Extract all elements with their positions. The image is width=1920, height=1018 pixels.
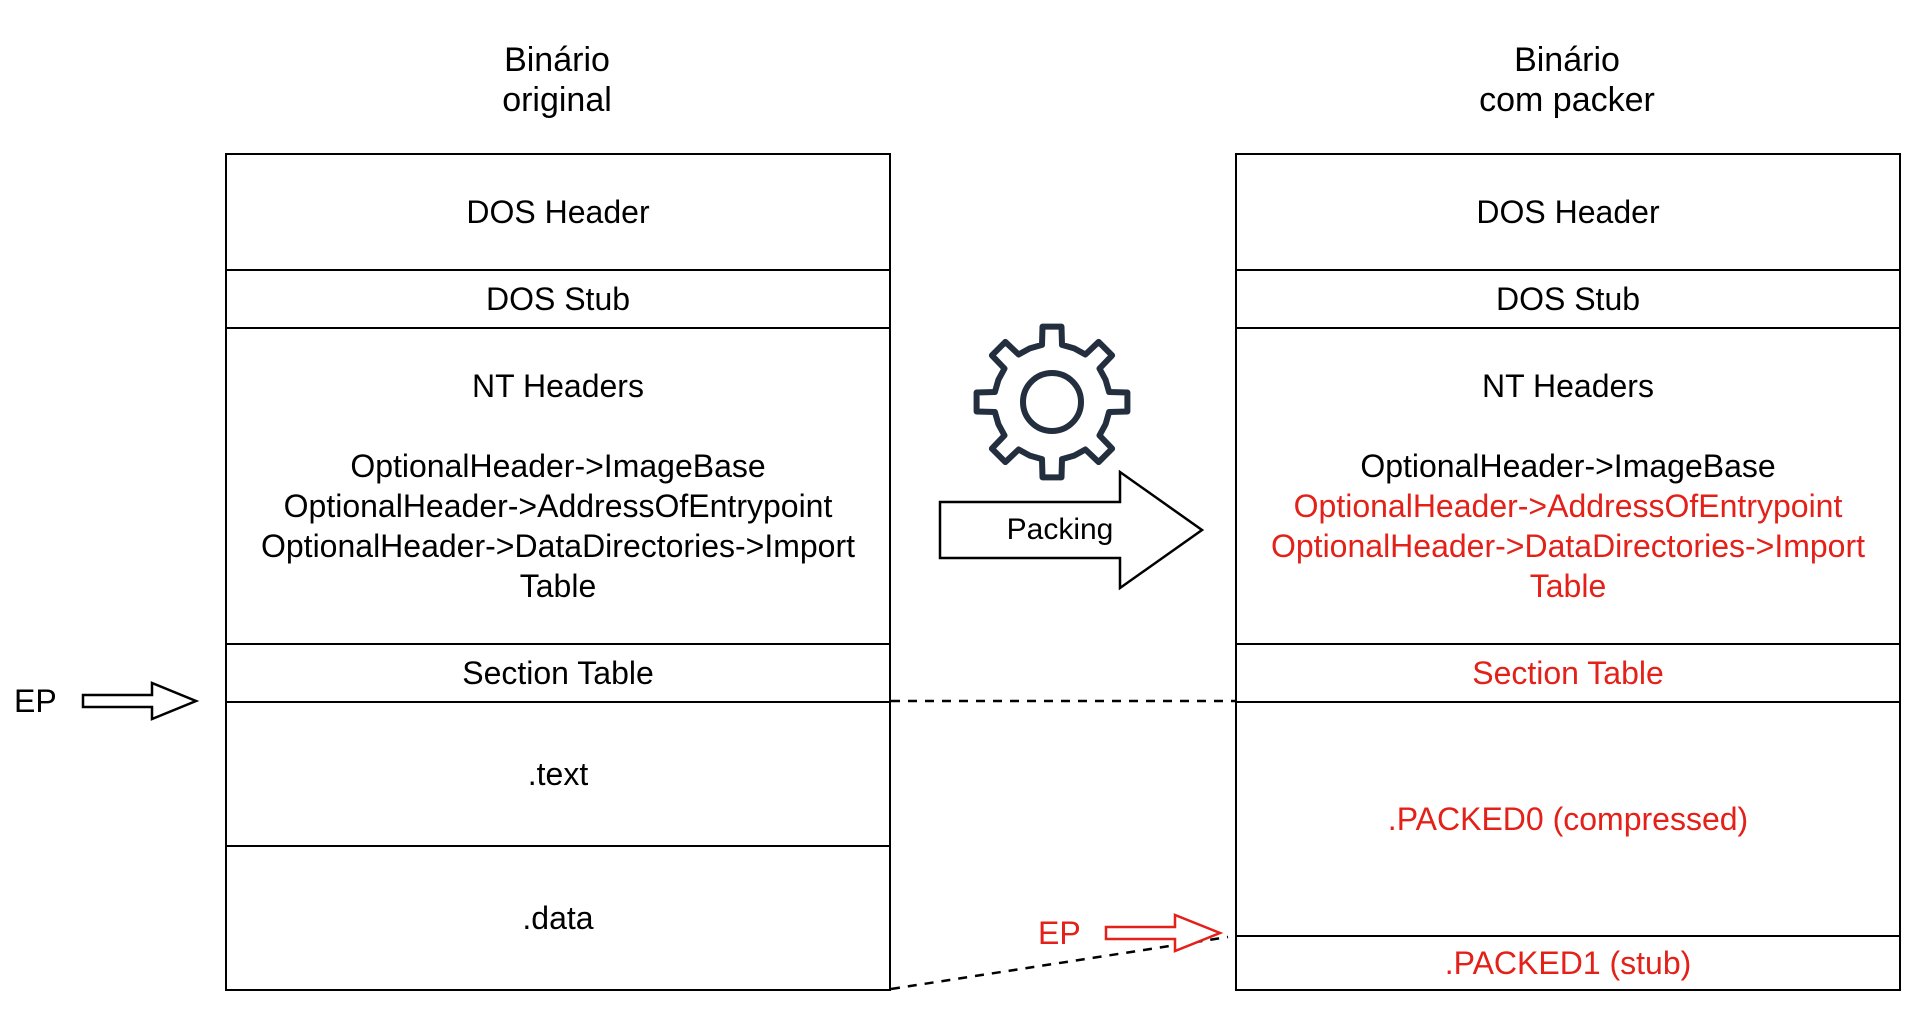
dos-header-label: DOS Header <box>466 194 650 230</box>
right-title-line1: Binário <box>1514 41 1620 79</box>
text-section-label: .text <box>527 756 589 792</box>
dos-header-block: DOS Header <box>1237 155 1899 269</box>
dos-stub-label: DOS Stub <box>1495 281 1641 317</box>
image-base-field: OptionalHeader->ImageBase <box>350 448 766 484</box>
ep-label-packed: EP <box>1038 915 1081 951</box>
divider <box>227 269 889 271</box>
left-column-title: Binário original <box>387 40 727 120</box>
nt-headers-block: NT Headers OptionalHeader->ImageBase Opt… <box>227 329 889 643</box>
divider <box>227 701 889 703</box>
image-base-field: OptionalHeader->ImageBase <box>1360 448 1776 484</box>
dos-stub-block: DOS Stub <box>1237 271 1899 327</box>
modified-import-table-field-cont: Table <box>1529 568 1607 604</box>
divider <box>1237 643 1899 645</box>
divider <box>227 327 889 329</box>
dos-header-block: DOS Header <box>227 155 889 269</box>
entrypoint-field: OptionalHeader->AddressOfEntrypoint <box>283 488 833 524</box>
divider <box>227 643 889 645</box>
original-binary-layout: DOS Header DOS Stub NT Headers OptionalH… <box>225 153 891 991</box>
dashed-connector-bottom <box>890 935 1229 991</box>
divider <box>1237 269 1899 271</box>
packed0-section-block: .PACKED0 (compressed) <box>1237 703 1899 935</box>
divider <box>1237 701 1899 703</box>
dos-header-label: DOS Header <box>1476 194 1660 230</box>
text-section-block: .text <box>227 703 889 845</box>
data-section-label: .data <box>522 900 594 936</box>
nt-headers-label: NT Headers <box>1482 368 1654 404</box>
import-table-field: OptionalHeader->DataDirectories->Import <box>260 528 856 564</box>
divider <box>227 845 889 847</box>
packed1-label: .PACKED1 (stub) <box>1444 945 1692 981</box>
ep-arrow-icon <box>1104 913 1224 953</box>
packing-arrow-icon <box>938 469 1205 591</box>
nt-headers-label: NT Headers <box>472 368 644 404</box>
nt-headers-block: NT Headers OptionalHeader->ImageBase Opt… <box>1237 329 1899 643</box>
data-section-block: .data <box>227 847 889 989</box>
right-column-title: Binário com packer <box>1397 40 1737 120</box>
modified-import-table-field: OptionalHeader->DataDirectories->Import <box>1270 528 1866 564</box>
ep-label: EP <box>14 683 57 719</box>
modified-section-table-block: Section Table <box>1237 645 1899 701</box>
gear-icon <box>973 323 1131 481</box>
packing-label: Packing <box>1006 513 1114 546</box>
left-title-line1: Binário <box>504 41 610 79</box>
section-table-label: Section Table <box>462 655 654 691</box>
ep-arrow-icon <box>81 681 200 721</box>
dos-stub-block: DOS Stub <box>227 271 889 327</box>
import-table-field-cont: Table <box>519 568 597 604</box>
right-title-line2: com packer <box>1479 81 1655 119</box>
left-title-line2: original <box>502 81 612 119</box>
modified-entrypoint-field: OptionalHeader->AddressOfEntrypoint <box>1293 488 1843 524</box>
dos-stub-label: DOS Stub <box>485 281 631 317</box>
divider <box>1237 935 1899 937</box>
section-table-label: Section Table <box>1472 655 1664 691</box>
packed0-label: .PACKED0 (compressed) <box>1387 801 1749 837</box>
packed-binary-layout: DOS Header DOS Stub NT Headers OptionalH… <box>1235 153 1901 991</box>
packed1-section-block: .PACKED1 (stub) <box>1237 937 1899 989</box>
section-table-block: Section Table <box>227 645 889 701</box>
divider <box>1237 327 1899 329</box>
